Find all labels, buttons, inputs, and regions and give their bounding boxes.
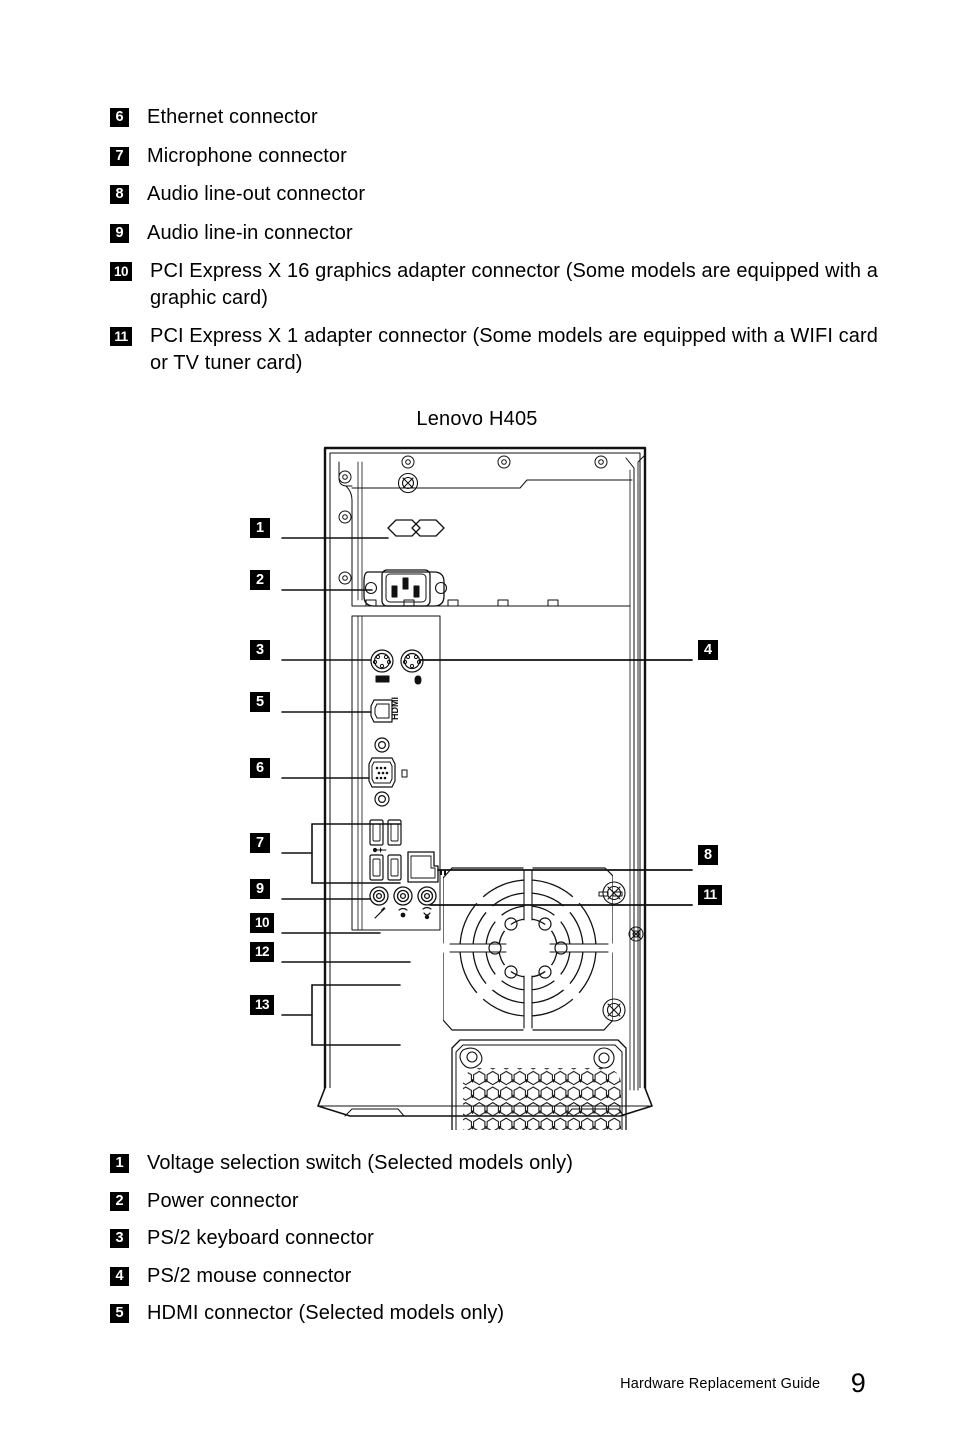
bottom-item-label-1: Voltage selection switch (Selected model… (147, 1152, 574, 1174)
page-footer: Hardware Replacement Guide 9 (0, 1368, 954, 1399)
top-item-label-9: Audio line-in connector (147, 221, 353, 244)
top-number-badge-6: 6 (110, 108, 129, 127)
footer-guide-label: Hardware Replacement Guide (620, 1376, 821, 1392)
list-item: 8 Audio line-out connector (110, 181, 880, 208)
list-item: 3 PS/2 keyboard connector (110, 1225, 810, 1252)
top-number-badge-8: 8 (110, 185, 129, 204)
list-item: 9 Audio line-in connector (110, 220, 880, 247)
hdmi-port-label: HDMI (390, 697, 400, 720)
bottom-number-badge-1: 1 (110, 1154, 129, 1173)
figure-callout-10: 10 (250, 913, 274, 933)
footer-page-number: 9 (850, 1368, 866, 1398)
top-item-label-6: Ethernet connector (147, 106, 318, 128)
figure-callout-12: 12 (250, 942, 274, 962)
top-item-label-11: PCI Express X 1 adapter connector (Some … (150, 325, 878, 374)
connector-list-top: 6 Ethernet connector 7 Microphone connector… (110, 104, 880, 388)
figure-title: Lenovo H405 (416, 408, 538, 430)
figure-callout-7: 7 (250, 833, 270, 853)
list-item: 10 PCI Express X 16 graphics adapter conn… (110, 258, 880, 311)
list-item: 7 Microphone connector (110, 143, 880, 170)
figure-callout-11: 11 (698, 885, 722, 905)
top-item-label-10: PCI Express X 16 graphics adapter connec… (150, 260, 878, 309)
top-number-badge-11: 11 (110, 327, 132, 346)
bottom-item-label-5: HDMI connector (Selected models only) (147, 1302, 505, 1324)
connector-list-bottom: 1 Voltage selection switch (Selected mode… (110, 1150, 810, 1338)
figure-callout-1: 1 (250, 518, 270, 538)
figure-callout-9: 9 (250, 879, 270, 899)
list-item: 6 Ethernet connector (110, 104, 880, 131)
bottom-number-badge-2: 2 (110, 1191, 129, 1211)
top-item-label-8: Audio line-out connector (147, 183, 366, 205)
bottom-number-badge-3: 3 (110, 1229, 129, 1248)
top-number-badge-9: 9 (110, 223, 129, 243)
figure-callout-5: 5 (250, 692, 270, 712)
list-item: 4 PS/2 mouse connector (110, 1263, 810, 1290)
figure-callout-8: 8 (698, 845, 718, 865)
list-item: 1 Voltage selection switch (Selected mode… (110, 1150, 810, 1177)
list-item: 5 HDMI connector (Selected models only) (110, 1300, 810, 1327)
rear-panel-drawing: HDMI (281, 446, 693, 1130)
figure-callout-6: 6 (250, 758, 270, 778)
bottom-item-label-2: Power connector (147, 1189, 299, 1212)
bottom-item-label-4: PS/2 mouse connector (147, 1264, 352, 1287)
bottom-number-badge-4: 4 (110, 1266, 129, 1286)
top-number-badge-10: 10 (110, 262, 132, 281)
rear-panel-figure: Lenovo H405 (0, 400, 954, 1130)
list-item: 11 PCI Express X 1 adapter connector (Som… (110, 323, 880, 376)
bottom-item-label-3: PS/2 keyboard connector (147, 1227, 374, 1249)
figure-callout-4: 4 (698, 640, 718, 660)
bottom-number-badge-5: 5 (110, 1304, 129, 1323)
top-item-label-7: Microphone connector (147, 144, 347, 167)
top-number-badge-7: 7 (110, 146, 129, 166)
figure-callout-3: 3 (250, 640, 270, 660)
figure-callout-2: 2 (250, 570, 270, 590)
list-item: 2 Power connector (110, 1188, 810, 1215)
figure-callout-13: 13 (250, 995, 274, 1015)
